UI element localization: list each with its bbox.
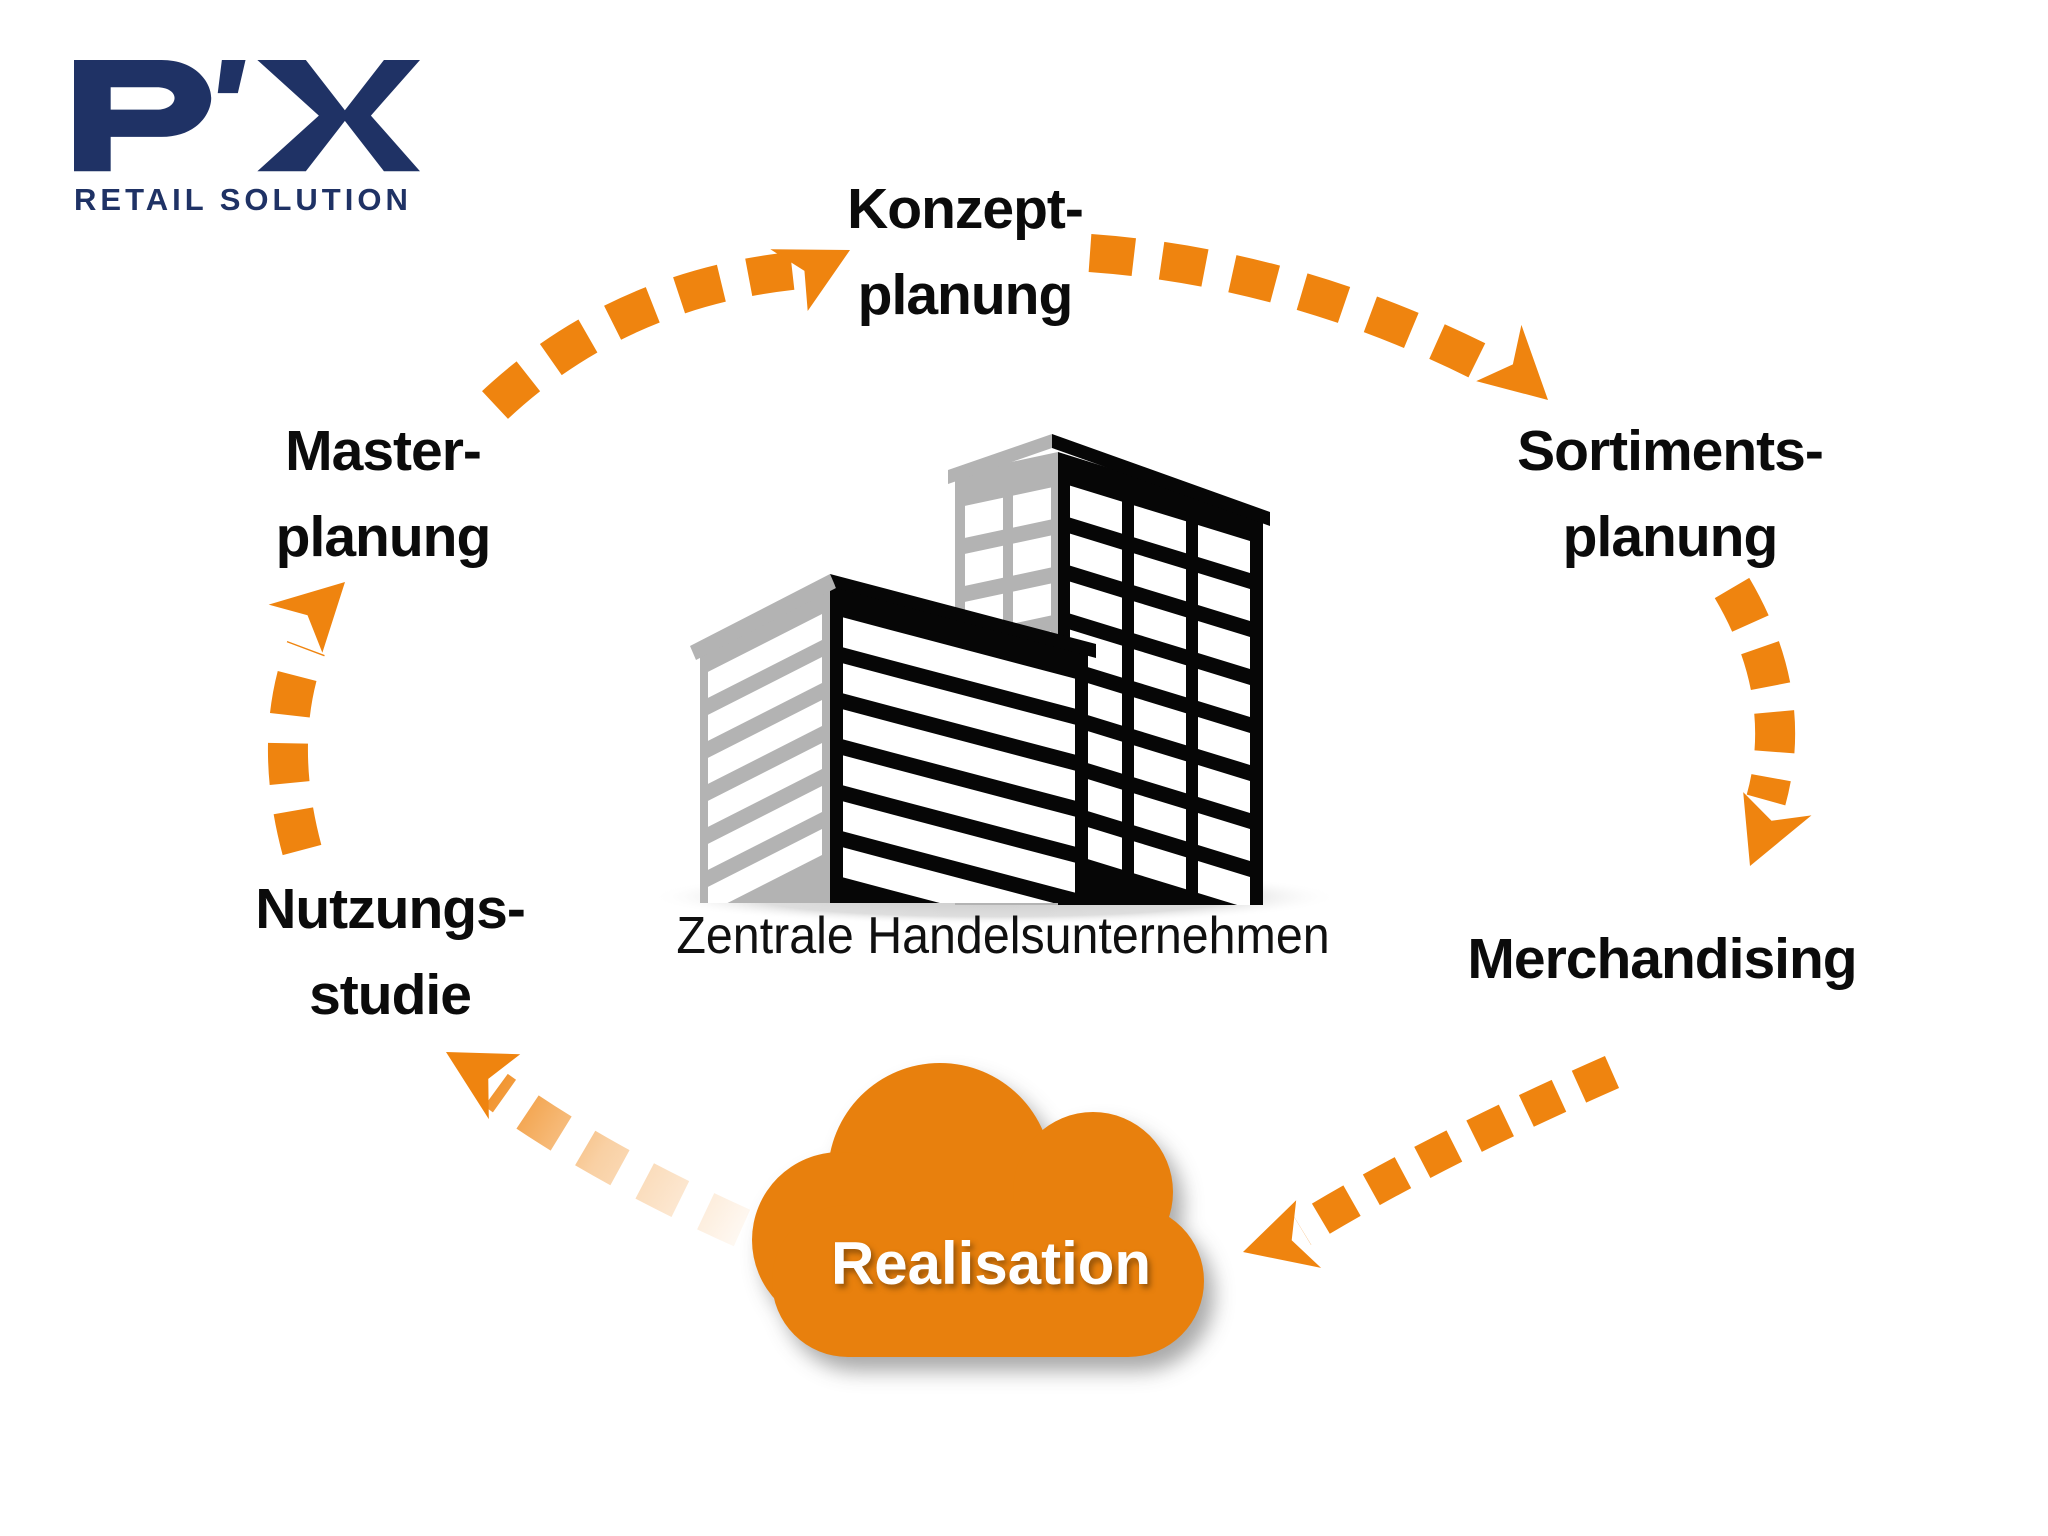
label-line: Konzept- — [847, 177, 1084, 241]
label-line: Nutzungs- — [255, 877, 526, 941]
label-line: Master- — [285, 419, 482, 483]
label-line: Sortiments- — [1517, 419, 1824, 483]
logo-subtitle: RETAIL SOLUTION — [74, 182, 412, 218]
brand-logo: RETAIL SOLUTION — [74, 60, 420, 218]
step-label-konzeptplanung: Konzept- planung — [847, 166, 1084, 338]
label-line: planung — [275, 505, 492, 569]
label-line: studie — [309, 963, 472, 1027]
step-label-realisation: Realisation — [830, 1230, 1152, 1297]
px-logo-icon — [74, 60, 420, 172]
cycle-arrows — [267, 234, 1812, 1268]
center-caption: Zentrale Handelsunternehmen — [676, 907, 1330, 965]
step-label-masterplanung: Master- planung — [275, 408, 492, 580]
realisation-cloud-shape — [752, 1063, 1204, 1357]
arrow-master-to-konzept — [482, 249, 850, 419]
arrow-merchandising-to-realisation — [1243, 1055, 1620, 1268]
step-label-merchandising: Merchandising — [1467, 916, 1857, 1002]
arrow-realisation-to-nutzungsstudie — [446, 1052, 751, 1247]
arrow-konzept-to-sortiments — [1088, 234, 1548, 400]
short-building — [690, 574, 1096, 903]
office-buildings-icon — [690, 434, 1270, 905]
step-label-nutzungsstudie: Nutzungs- studie — [255, 866, 526, 1038]
arrow-nutzungsstudie-to-master — [267, 582, 345, 856]
label-line: planung — [857, 263, 1074, 327]
label-line: planung — [1562, 505, 1779, 569]
step-label-sortimentsplanung: Sortiments- planung — [1517, 408, 1824, 580]
label-line: Merchandising — [1467, 927, 1857, 991]
arrow-sortiments-to-merchandising — [1714, 577, 1812, 866]
